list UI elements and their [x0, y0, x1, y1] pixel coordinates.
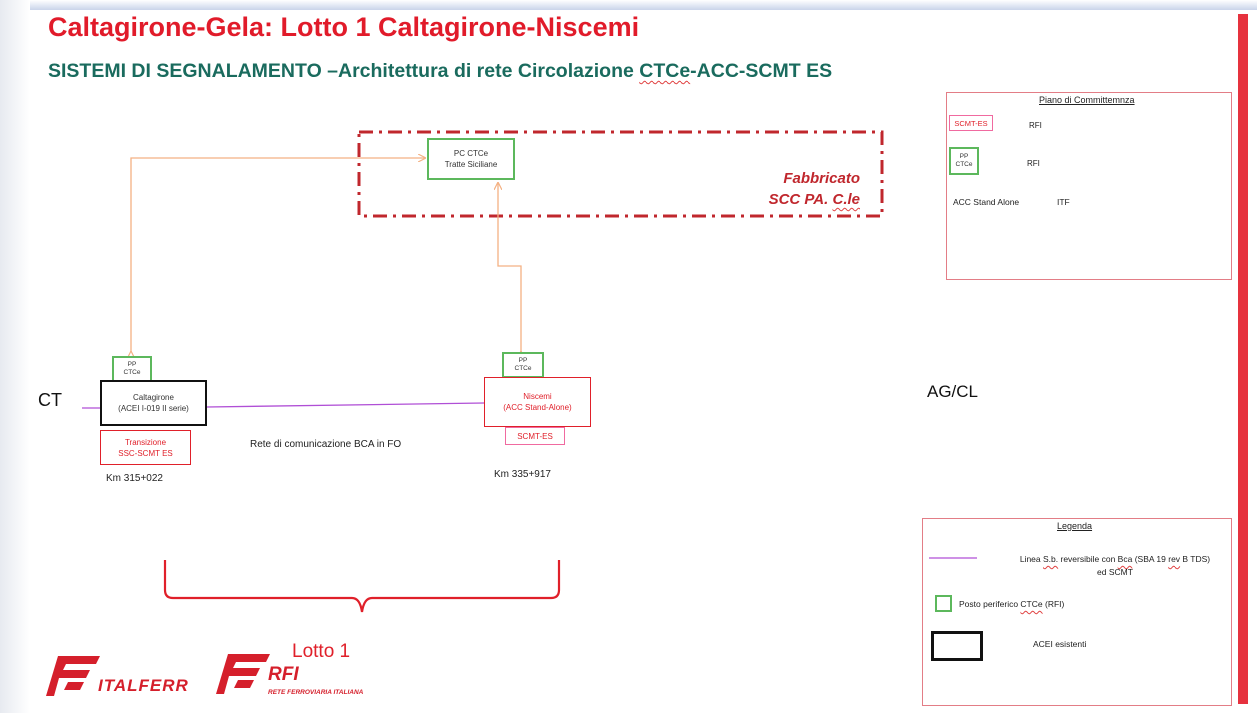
- rfi-logo-icon: [216, 654, 270, 694]
- caltagirone-pp-line1: PP: [127, 361, 137, 368]
- rfi-subtitle: RETE FERROVIARIA ITALIANA: [268, 689, 364, 696]
- niscemi-name: Niscemi: [523, 392, 552, 401]
- niscemi-scmt-box: SCMT-ES: [505, 427, 565, 445]
- niscemi-scmt-label: SCMT-ES: [517, 431, 553, 441]
- niscemi-station-box: Niscemi (ACC Stand-Alone): [484, 377, 591, 427]
- italferr-wordmark: ITALFERR: [98, 676, 189, 695]
- legend-black-swatch: [931, 631, 983, 661]
- piano-acc-label: ACC Stand Alone: [953, 197, 1020, 207]
- fabbricato-line2-prefix: SCC PA.: [768, 191, 833, 208]
- legend-line-sb: S.b.: [1043, 554, 1059, 564]
- page-title: Caltagirone-Gela: Lotto 1 Caltagirone-Ni…: [48, 12, 640, 42]
- fabbricato-line2: SCC PA. C.le: [730, 189, 860, 210]
- piano-row3-owner: ITF: [1057, 197, 1070, 207]
- legend-line-suffix: B TDS): [1180, 554, 1211, 564]
- pc-ctce-sublabel: Tratte Siciliane: [444, 160, 498, 169]
- legend-line-rev: rev: [1168, 554, 1181, 564]
- piano-row2-owner: RFI: [1027, 159, 1040, 168]
- top-frame-border: [0, 0, 1257, 10]
- niscemi-detail: (ACC Stand-Alone): [503, 403, 572, 412]
- link-niscemi-pc: [498, 183, 521, 352]
- caltagirone-pp-line2: CTCe: [123, 369, 141, 376]
- piano-row1-owner: RFI: [1029, 121, 1042, 130]
- caltagirone-detail: (ACEI I-019 II serie): [118, 404, 189, 413]
- piano-scmt-tag: SCMT-ES: [949, 115, 993, 131]
- legend-line-prefix: Linea: [1019, 554, 1044, 564]
- rfi-wordmark: RFI: [268, 664, 299, 685]
- legend-pp-suffix: (RFI): [1042, 599, 1065, 609]
- legend-pp-desc: Posto periferico CTCe (RFI): [959, 599, 1064, 609]
- legend-panel: Legenda Linea S.b. reversibile con Bca (…: [922, 518, 1232, 706]
- network-label: Rete di comunicazione BCA in FO: [250, 439, 402, 450]
- lotto-brace: [163, 560, 561, 613]
- subtitle-prefix: SISTEMI DI SEGNALAMENTO –Architettura di…: [48, 60, 640, 82]
- legend-pp-ctce: CTCe: [1020, 599, 1043, 609]
- legend-line-desc-1: Linea S.b. reversibile con Bca (SBA 19 r…: [1005, 553, 1225, 566]
- link-caltagirone-pc: [131, 158, 425, 352]
- niscemi-km: Km 335+917: [494, 469, 551, 480]
- legend-pp-prefix: Posto periferico: [959, 599, 1021, 609]
- caltagirone-station-box: Caltagirone (ACEI I-019 II serie): [100, 380, 207, 426]
- legend-line-desc: Linea S.b. reversibile con Bca (SBA 19 r…: [1005, 553, 1225, 579]
- right-red-bar: [1238, 14, 1248, 704]
- piano-pp-line2: CTCe: [955, 161, 973, 168]
- page-subtitle: SISTEMI DI SEGNALAMENTO –Architettura di…: [48, 60, 832, 83]
- fabbricato-line2-cle: C.le: [832, 191, 860, 208]
- transizione-line2: SSC-SCMT ES: [118, 448, 173, 458]
- subtitle-ctce: CTCe: [639, 60, 691, 82]
- italferr-logo-icon: [46, 656, 100, 696]
- lotto-label: Lotto 1: [292, 641, 351, 662]
- piano-pp-line1: PP: [959, 153, 969, 160]
- pc-ctce-label: PC CTCe: [453, 149, 489, 158]
- legend-line-mid2: (SBA 19: [1132, 554, 1169, 564]
- ct-label: CT: [38, 390, 62, 410]
- piano-title: Piano di Committemnza: [1039, 95, 1135, 105]
- fabbricato-label: Fabbricato SCC PA. C.le: [730, 168, 860, 210]
- subtitle-suffix: -ACC-SCMT ES: [690, 60, 833, 82]
- legend-line-desc-2: ed SCMT: [1097, 567, 1133, 577]
- piano-scmt-label: SCMT-ES: [954, 118, 988, 128]
- legend-green-swatch: [935, 595, 952, 612]
- niscemi-pp-line2: CTCe: [514, 365, 532, 372]
- caltagirone-km: Km 315+022: [106, 473, 163, 484]
- niscemi-pp-line1: PP: [518, 357, 528, 364]
- legend-acei-desc: ACEI esistenti: [1033, 639, 1087, 649]
- transizione-line1: Transizione: [124, 437, 167, 447]
- left-frame-border: [0, 0, 30, 713]
- legend-line-mid: reversibile con: [1058, 554, 1118, 564]
- fabbricato-line1: Fabbricato: [783, 170, 860, 187]
- legend-title: Legenda: [1057, 521, 1093, 531]
- line-caltagirone-niscemi: [206, 402, 485, 408]
- legend-line-bca: Bca: [1117, 554, 1133, 564]
- caltagirone-name: Caltagirone: [133, 393, 174, 402]
- agcl-label: AG/CL: [927, 382, 979, 401]
